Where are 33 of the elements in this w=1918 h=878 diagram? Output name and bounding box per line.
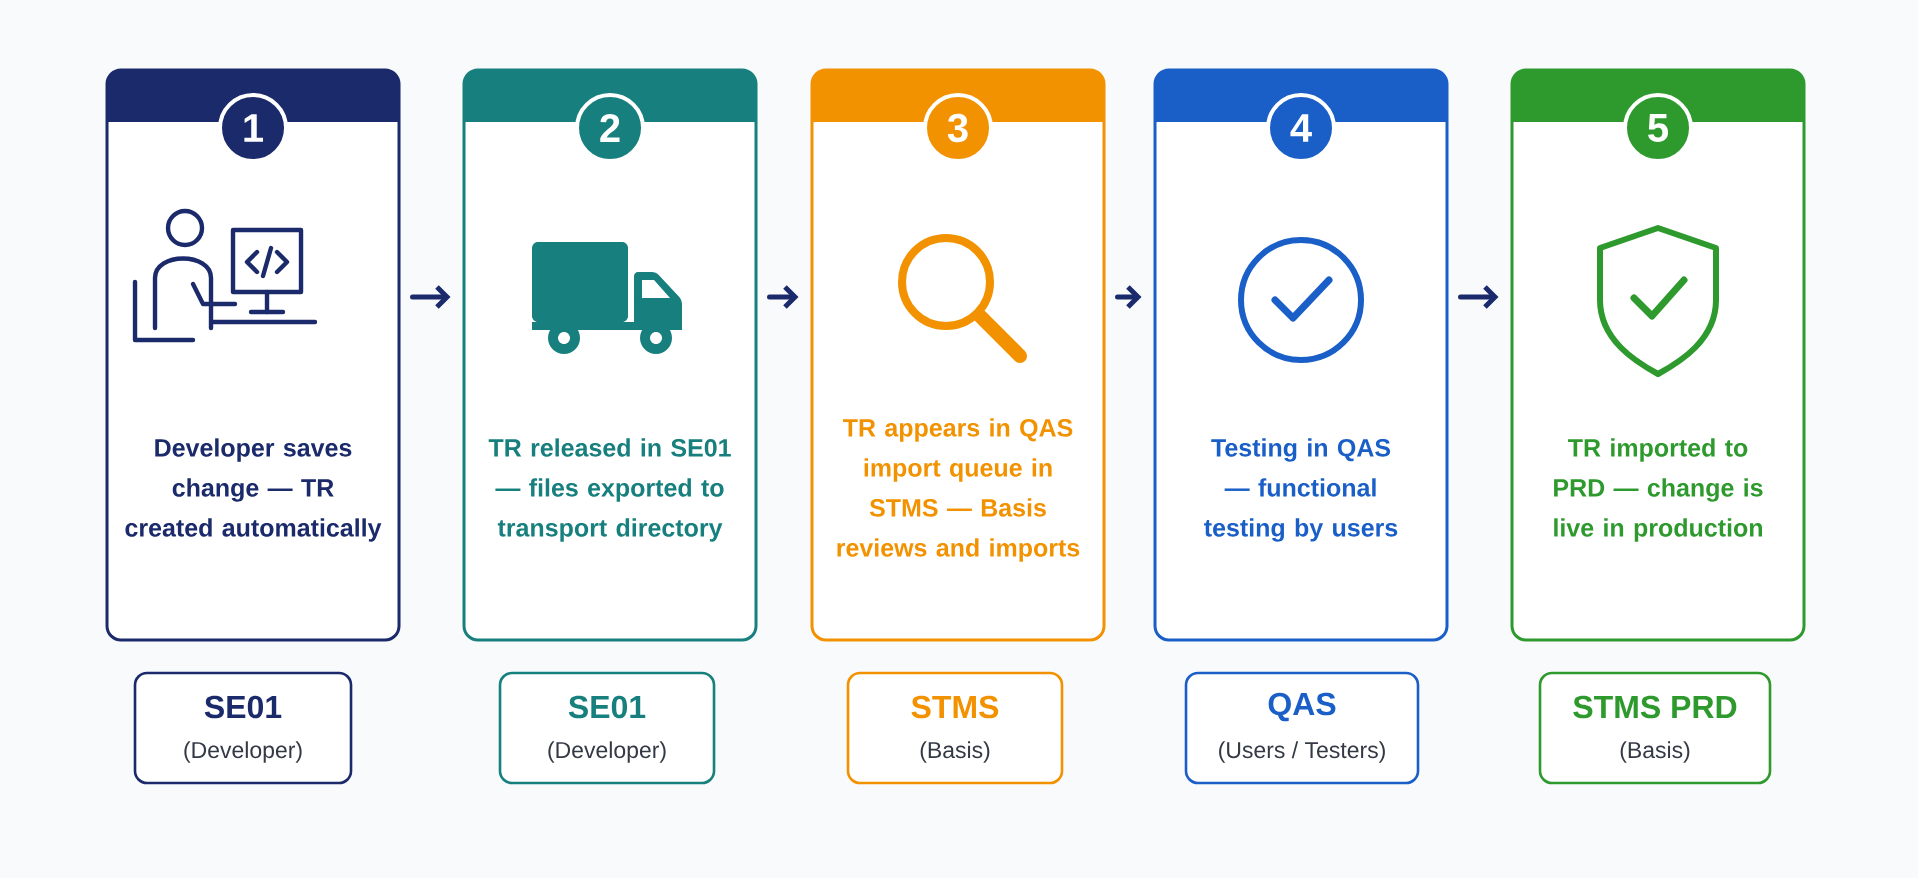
system-name: QAS xyxy=(1268,692,1336,722)
step-description: Developer saves change — TR created automatically xyxy=(125,438,382,542)
system-box xyxy=(133,671,353,785)
system-box xyxy=(846,671,1064,785)
arrow xyxy=(767,285,799,309)
system-role: (Basis) xyxy=(920,741,990,763)
system-name: STMS PRD xyxy=(1573,695,1737,719)
step-number: 5 xyxy=(1623,93,1693,163)
step-card xyxy=(105,68,401,642)
system-box xyxy=(1538,671,1772,785)
system-role: (Basis) xyxy=(1620,741,1690,763)
step-card xyxy=(810,68,1106,642)
arrow xyxy=(410,285,451,309)
step-card xyxy=(1153,68,1449,642)
system-role: (Developer) xyxy=(548,741,666,763)
step-description: TR appears in QAS import queue in STMS — Basis reviews and imports xyxy=(837,418,1080,562)
step-description: TR released in SE01 — files exported to transport directory xyxy=(488,438,731,542)
system-name: SE01 xyxy=(568,695,646,719)
step-number: 4 xyxy=(1266,93,1336,163)
step-card xyxy=(1510,68,1806,642)
system-box xyxy=(498,671,716,785)
system-role: (Developer) xyxy=(184,741,302,763)
step-number: 2 xyxy=(575,93,645,163)
step-description: TR imported to PRD — change is live in production xyxy=(1554,438,1763,542)
system-name: STMS xyxy=(911,695,999,719)
step-number: 3 xyxy=(923,93,993,163)
step-number: 1 xyxy=(218,93,288,163)
system-box xyxy=(1184,671,1420,785)
arrow xyxy=(1458,285,1499,309)
system-role: (Users / Testers) xyxy=(1219,741,1385,763)
step-description: Testing in QAS — functional testing by users xyxy=(1204,438,1398,542)
system-name: SE01 xyxy=(204,695,282,719)
step-card xyxy=(462,68,758,642)
